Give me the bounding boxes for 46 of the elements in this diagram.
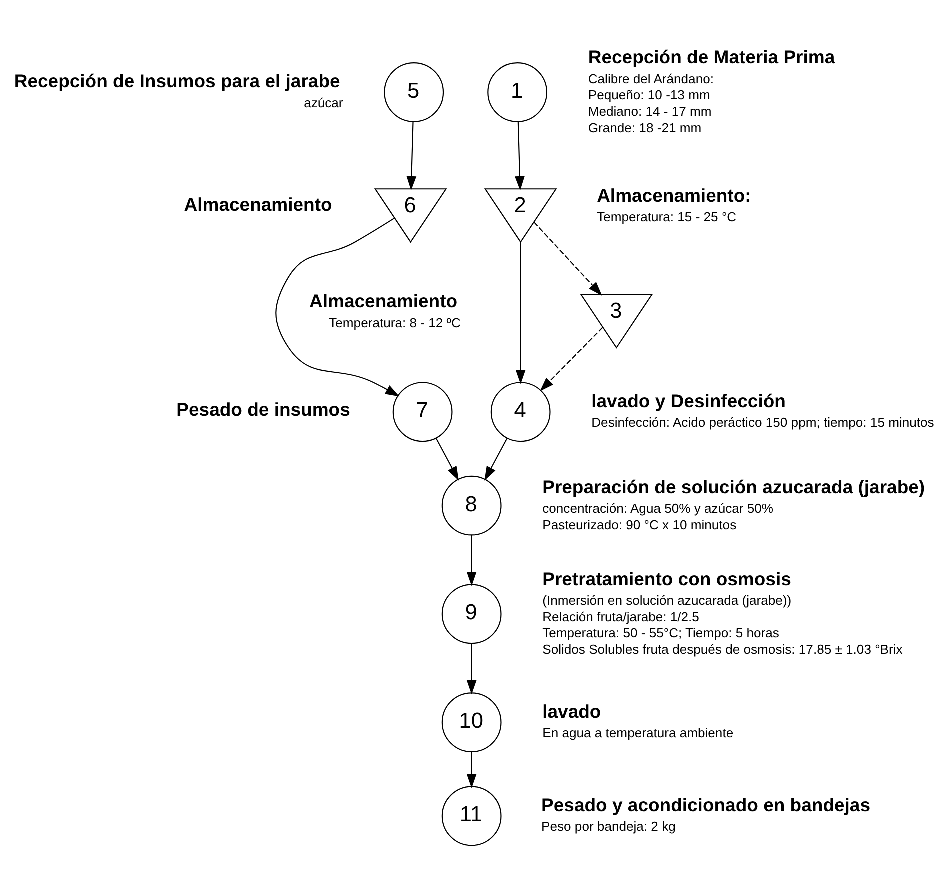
node-circle: 1: [488, 62, 548, 122]
node-label: Recepción de Insumos para el jarabe: [14, 70, 340, 92]
node-label: Recepción de Materia Prima: [588, 46, 836, 68]
node-label: Pretratamiento con osmosis: [542, 568, 792, 589]
arrow: [466, 643, 477, 694]
node-label: Pesado y acondicionado en bandejas: [542, 794, 871, 815]
arrow: [515, 121, 525, 190]
arrow: [276, 217, 400, 396]
arrow: [540, 326, 604, 391]
node-circle: 8: [442, 475, 502, 536]
arrow: [516, 242, 526, 384]
node-label: Temperatura: 15 - 25 °C: [597, 209, 737, 224]
node-label: lavado y Desinfección: [592, 390, 786, 411]
node-label: Grande: 18 -21 mm: [588, 120, 702, 135]
node-label: Almacenamiento: [184, 193, 332, 214]
node-label: Almacenamiento: [310, 290, 458, 312]
node-circle: 11: [442, 786, 502, 846]
node-label: En agua a temperatura ambiente: [542, 724, 734, 740]
node-label: Pesado de insumos: [176, 398, 350, 420]
node-label: Desinfección: Acido peráctico 150 ppm; tiempo: 15 minutos: [592, 414, 934, 430]
arrow: [484, 438, 508, 480]
node-label: Solidos Solubles fruta después de osmosis: 17.85 ± 1.03 °Brix: [542, 642, 903, 657]
node-label: Calibre del Arándano:: [588, 70, 714, 86]
node-label: Pasteurizado: 90 °C x 10 minutos: [542, 516, 737, 532]
node-circle: 7: [392, 382, 453, 442]
node-label: Mediano: 14 - 17 mm: [588, 103, 712, 118]
node-label: Almacenamiento:: [597, 184, 752, 206]
node-label: lavado: [542, 700, 602, 722]
node-label: (Inmersión en solución azucarada (jarabe)): [542, 592, 792, 608]
node-circle: 4: [490, 382, 551, 442]
arrow: [466, 534, 477, 586]
node-circle: 5: [384, 62, 444, 122]
node-label: Temperatura: 50 - 55°C; Tiempo: 5 horas: [542, 625, 780, 640]
node-label: Relación fruta/jarabe: 1/2.5: [542, 608, 700, 624]
node-label: azúcar: [304, 94, 344, 110]
node-circle: 9: [442, 584, 502, 644]
arrow: [534, 221, 602, 296]
node-circle: 10: [442, 692, 502, 752]
arrow: [466, 752, 477, 788]
node-label: Temperatura: 8 - 12 ºC: [329, 314, 461, 330]
node-label: concentración: Agua 50% y azúcar 50%: [542, 500, 774, 516]
arrow: [436, 438, 460, 480]
arrow: [406, 121, 417, 190]
node-label: Preparación de solución azucarada (jarabe): [542, 476, 926, 497]
node-label: Peso por bandeja: 2 kg: [542, 818, 676, 834]
node-label: Pequeño: 10 -13 mm: [588, 87, 710, 102]
